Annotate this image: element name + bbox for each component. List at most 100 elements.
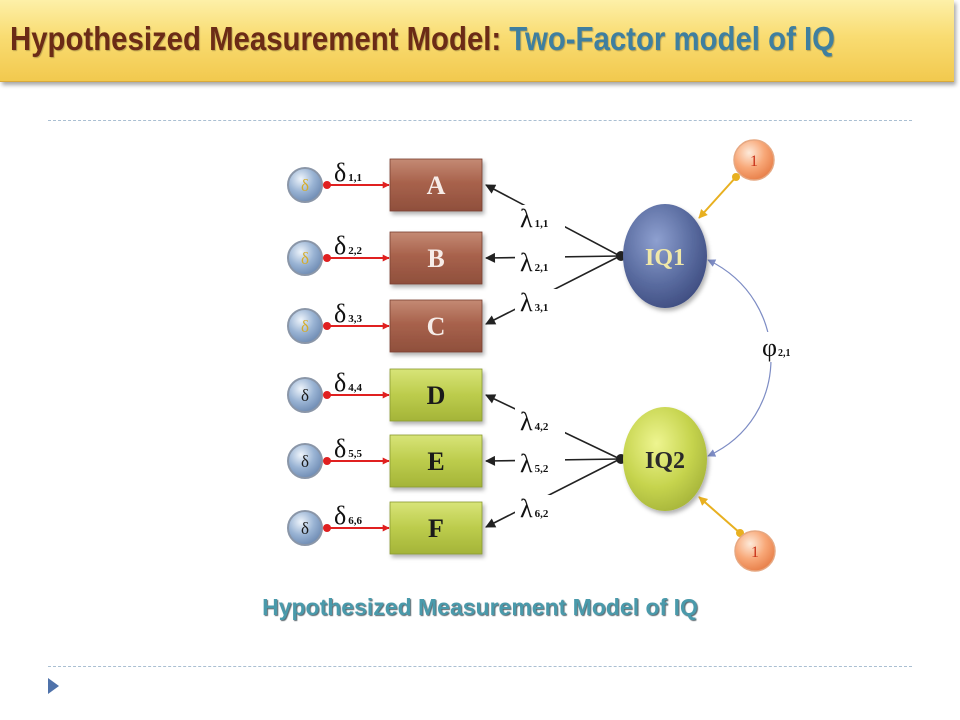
covariance-subscript: 2,1 (778, 348, 791, 359)
error-node (287, 308, 323, 344)
loading-subscript: 6,2 (535, 508, 549, 520)
factor-iq1 (623, 204, 707, 308)
bottom-divider (48, 666, 912, 667)
slide-title-main: Hypothesized Measurement Model: (10, 20, 502, 57)
covariance-label-backdrop (756, 332, 804, 362)
loading-subscript: 5,2 (535, 463, 549, 475)
error-symbol: δ (334, 299, 346, 328)
indicator-label-d: D (427, 381, 446, 410)
error-subscript: 6,6 (348, 515, 362, 527)
error-node (287, 240, 323, 276)
triangle-right-icon (48, 678, 59, 694)
error-path-dot (323, 391, 331, 399)
indicator-box-c (389, 299, 483, 353)
diagram-caption: Hypothesized Measurement Model of IQ (262, 594, 698, 620)
factor-iq2 (623, 407, 707, 511)
loading-subscript: 1,1 (535, 218, 549, 230)
error-subscript: 1,1 (348, 172, 362, 184)
indicator-label-b: B (427, 244, 444, 273)
slide-title: Hypothesized Measurement Model:Two-Facto… (10, 19, 835, 59)
loading-path-f (485, 458, 621, 528)
loading-subscript: 2,1 (535, 262, 549, 274)
error-node-symbol: δ (301, 386, 309, 405)
error-node-symbol: δ (301, 519, 309, 538)
error-node (287, 377, 323, 413)
loading-symbol: λ (520, 494, 533, 523)
indicator-label-e: E (427, 447, 444, 476)
error-subscript: 5,5 (348, 448, 362, 460)
covariance-label: φ2,1 (762, 333, 791, 362)
indicator-box-a (389, 158, 483, 212)
indicator-box-f (389, 501, 483, 555)
variance-node-iq2 (734, 530, 776, 572)
loading-symbol: λ (520, 449, 533, 478)
loading-label-backdrop (515, 289, 565, 317)
variance-path-iq1 (698, 176, 737, 219)
error-node (287, 510, 323, 546)
error-subscript: 3,3 (348, 313, 362, 325)
error-symbol: δ (334, 368, 346, 397)
error-path-dot (323, 181, 331, 189)
loading-symbol: λ (520, 288, 533, 317)
indicator-label-c: C (427, 312, 446, 341)
loading-label-backdrop (515, 205, 565, 233)
variance-node-iq2-label: 1 (751, 544, 759, 561)
variance-node-iq1-label: 1 (750, 153, 758, 170)
loading-label-backdrop (515, 408, 565, 436)
factor-iq2-label: IQ2 (645, 448, 685, 474)
indicator-boxes (389, 158, 483, 555)
indicator-label-a: A (427, 171, 446, 200)
top-divider (48, 120, 912, 121)
error-node-symbol: δ (301, 452, 309, 471)
error-subscript: 4,4 (348, 382, 362, 394)
indicator-box-b (389, 231, 483, 285)
error-symbol: δ (334, 501, 346, 530)
indicator-box-d (389, 368, 483, 422)
error-node-symbol: δ (301, 249, 309, 268)
error-symbol: δ (334, 434, 346, 463)
error-symbol: δ (334, 158, 346, 187)
loading-symbol: λ (520, 407, 533, 436)
error-path-dot (323, 524, 331, 532)
loading-label-backdrop (515, 249, 565, 277)
covariance-symbol: φ (762, 333, 777, 362)
error-node-symbol: δ (301, 317, 309, 336)
loading-symbol: λ (520, 204, 533, 233)
error-path-dot (323, 254, 331, 262)
indicator-label-f: F (428, 514, 444, 543)
error-node (287, 167, 323, 203)
loading-symbol: λ (520, 248, 533, 277)
error-path-dot (323, 457, 331, 465)
slide-title-banner: Hypothesized Measurement Model:Two-Facto… (0, 0, 954, 82)
indicator-box-e (389, 434, 483, 488)
variance-path-dot (732, 173, 740, 181)
loading-subscript: 4,2 (535, 421, 549, 433)
variance-path-iq2 (698, 496, 741, 534)
loading-label-backdrop (515, 495, 565, 523)
loading-label-backdrop (515, 450, 565, 478)
error-symbol: δ (334, 231, 346, 260)
loading-subscript: 3,1 (535, 302, 549, 314)
variance-node-iq1 (733, 139, 775, 181)
error-subscript: 2,2 (348, 245, 362, 257)
error-node (287, 443, 323, 479)
error-node-symbol: δ (301, 176, 309, 195)
slide-title-accent: Two-Factor model of IQ (509, 20, 836, 57)
